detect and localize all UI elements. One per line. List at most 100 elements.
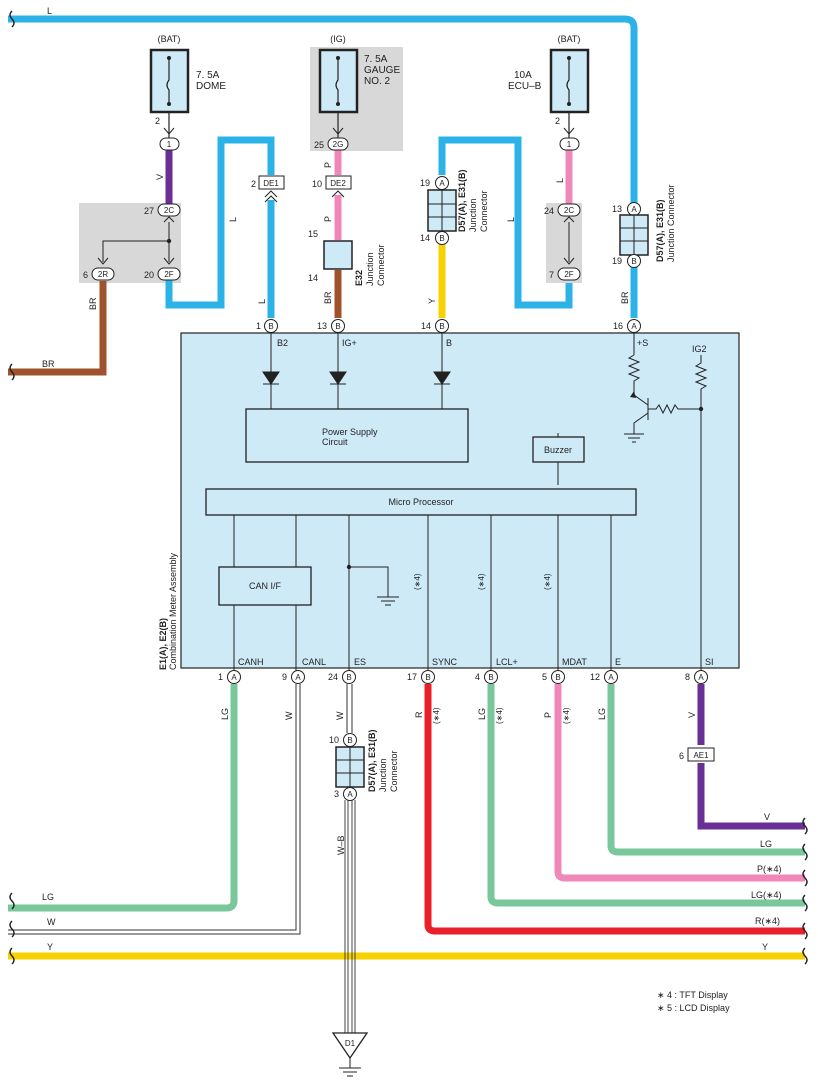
fuse-terminal-icon: [167, 102, 171, 106]
junction-box: [323, 240, 353, 270]
connector-de1: DE1 2: [251, 175, 285, 203]
wire-lg-e: [607, 684, 805, 856]
pin-number: 7: [549, 270, 554, 280]
pin-c1: 1: [159, 127, 180, 151]
ground-icon: [339, 1058, 361, 1077]
pin-number: 2: [155, 116, 160, 126]
variant-note: (∗4): [543, 573, 552, 590]
connector-pin: [435, 231, 449, 245]
wire-l-loop-right: [438, 136, 573, 309]
footnote: ∗ 4 : TFT Display: [657, 990, 728, 1000]
ground-triangle-icon: [331, 1032, 369, 1060]
pin-2g: 2G 25: [314, 127, 349, 151]
connector-label: Junction: [468, 198, 478, 232]
wire-label: L: [506, 217, 516, 222]
variant-note: (∗4): [477, 573, 486, 590]
fuse-source: (BAT): [158, 34, 181, 44]
terminal-label: IG+: [342, 338, 357, 348]
can-if-label: CAN I/F: [249, 581, 282, 591]
pin-label: B: [555, 673, 560, 682]
pin-label: 2F: [564, 270, 573, 279]
meter-id: E1(A), E2(B): [158, 618, 168, 670]
power-supply-box: [245, 408, 469, 463]
connector-pin: [327, 137, 349, 151]
micro-processor-label: Micro Processor: [388, 497, 453, 507]
pin-number: 15: [308, 229, 318, 239]
fuse-rating: 7. 5A: [196, 70, 220, 81]
fuse-dome: (BAT) 7. 5A DOME 2: [149, 34, 226, 138]
pin-label: 2C: [564, 206, 574, 215]
wire-label: W–B: [336, 835, 346, 855]
wire-label: BR: [42, 359, 55, 369]
relay-wire: [102, 240, 169, 262]
pin-label: AE1: [693, 751, 709, 760]
wire-label: V: [764, 812, 770, 822]
fuse-ecub: (BAT) 10A ECU–B 2: [508, 34, 590, 138]
junction-dot: [698, 406, 704, 412]
pin-label: 2R: [98, 270, 108, 279]
pin-label: B: [346, 673, 351, 682]
junction-jc3: B 10 A 3 D57(A), E31(B) Junction Connect…: [329, 729, 399, 801]
footnote: ∗ 5 : LCD Display: [657, 1003, 730, 1013]
connector-label: Connector: [389, 750, 399, 792]
wire-label: L: [555, 178, 565, 183]
pin-label: A: [698, 673, 704, 682]
wire-wb-ground: [344, 800, 356, 1033]
pin-label: B: [439, 234, 444, 243]
chevron-down-icon: [97, 257, 109, 265]
pin-label: 1: [567, 140, 572, 149]
buzzer-label: Buzzer: [544, 445, 572, 455]
pin-number: 17: [407, 672, 417, 682]
fuse-element-icon: [166, 58, 170, 104]
connector-pin: [627, 254, 641, 268]
chevron-up-icon: [264, 190, 278, 203]
pin-c3: 1: [559, 127, 580, 151]
terminal-label: MDAT: [562, 657, 587, 667]
pin-label: DE1: [263, 179, 279, 188]
wire-label: BR: [620, 291, 630, 304]
pin-label: 2C: [164, 206, 174, 215]
pin-number: 3: [334, 789, 339, 799]
terminal-label: CANL: [302, 657, 326, 667]
fuse-label: ECU–B: [508, 81, 542, 92]
connector-label: Junction Connector: [666, 184, 676, 262]
connector-pin: [627, 319, 641, 333]
pin-number: 20: [144, 270, 154, 280]
wire-label: (∗4): [432, 707, 441, 724]
terminal-label: E: [615, 657, 621, 667]
pin-number: 16: [613, 321, 623, 331]
wire-label: P: [323, 216, 333, 222]
terminal-label: LCL+: [496, 657, 518, 667]
wire-w-canl-a: [8, 684, 297, 931]
pin-number: 6: [679, 751, 684, 761]
transistor-arrow-icon: [630, 391, 636, 398]
pin-number: 8: [685, 672, 690, 682]
connector-pin: [559, 137, 580, 151]
fuse-label: DOME: [196, 81, 226, 92]
pin-number: 9: [282, 672, 287, 682]
fuse-label: GAUGE: [364, 65, 400, 76]
pin-number: 13: [317, 321, 327, 331]
chevron-down-icon: [563, 257, 575, 265]
pin-number: 1: [218, 672, 223, 682]
wire-label: W: [47, 917, 56, 927]
pin-label: B: [347, 736, 352, 745]
fuse-rating: 10A: [514, 70, 532, 81]
wire-label: BR: [323, 291, 333, 304]
fuse-terminal-icon: [567, 56, 571, 60]
chevron-down-icon: [332, 127, 344, 135]
wire-l-top: [8, 15, 638, 205]
junction-e32: 15 14 E32 Junction Connector: [308, 229, 386, 286]
chevron-down-icon: [563, 127, 575, 135]
wire-label: (∗4): [495, 707, 504, 724]
junction-jc2: A 13 B 19 D57(A), E31(B) Junction Connec…: [612, 184, 676, 268]
diode-icon: [433, 371, 451, 385]
fuse-terminal-icon: [567, 102, 571, 106]
pin-number: 1: [256, 321, 261, 331]
wire-label: V: [687, 712, 697, 718]
wire-label: R: [414, 711, 424, 718]
wire-label: R(∗4): [755, 916, 780, 926]
wire-v-ae1: [697, 763, 805, 830]
